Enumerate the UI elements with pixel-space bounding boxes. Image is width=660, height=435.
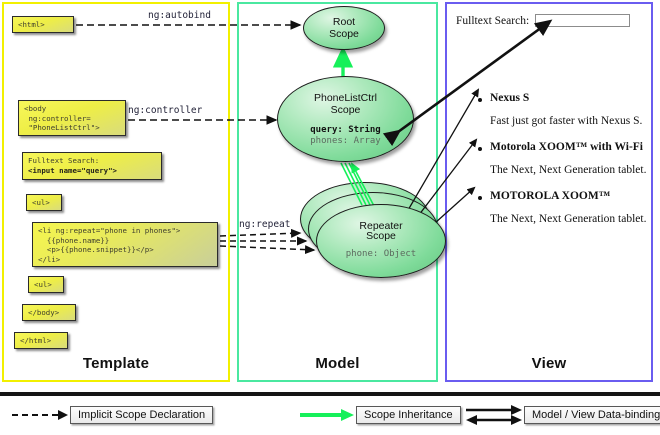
scope-prop-phones: phones: Array xyxy=(310,135,381,146)
scope-repeater: Repeater Scope phone: Object xyxy=(316,204,446,278)
code-box-ul-close: <ul> xyxy=(28,276,64,293)
column-label-template: Template xyxy=(82,355,150,372)
view-phone-name-2: MOTOROLA XOOM™ xyxy=(490,190,611,202)
view-pane: Fulltext Search: Nexus S Fast just got f… xyxy=(452,10,648,235)
edge-label-ng-repeat: ng:repeat xyxy=(239,219,291,230)
scope-root-title-1: Root xyxy=(332,16,356,28)
view-bullet-1 xyxy=(478,147,482,151)
view-search-label: Fulltext Search: xyxy=(456,14,530,27)
legend-item-implicit: Implicit Scope Declaration xyxy=(10,406,214,424)
scope-phonelistctrl-title-1: PhoneListCtrl xyxy=(313,91,378,104)
view-phone-name-0: Nexus S xyxy=(490,92,530,104)
edge-label-ng-controller: ng:controller xyxy=(128,105,203,116)
code-box-html-open: <html> xyxy=(12,16,74,33)
scope-phonelistctrl: PhoneListCtrl Scope query: String phones… xyxy=(277,76,414,162)
green-arrow-icon xyxy=(300,409,354,421)
code-text: </body> xyxy=(28,308,60,317)
column-template: Template xyxy=(2,2,230,382)
view-phone-snippet-0: Fast just got faster with Nexus S. xyxy=(490,115,643,127)
legend-label-databinding: Model / View Data-binding xyxy=(524,406,660,424)
scope-phonelistctrl-title-2: Scope xyxy=(330,103,361,116)
scope-root: Root Scope xyxy=(303,6,385,50)
scope-repeater-title-2: Scope xyxy=(366,230,396,242)
code-text-input: <input name="query"> xyxy=(28,165,117,175)
code-text-label: Fulltext Search: xyxy=(28,156,100,165)
view-search-row: Fulltext Search: xyxy=(456,14,631,27)
code-text-line2: {{phone.name}} xyxy=(38,235,110,245)
code-text: <html> xyxy=(18,20,45,29)
view-phone-snippet-1: The Next, Next Generation tablet. xyxy=(490,164,647,176)
code-box-ul-open: <ul> xyxy=(26,194,62,211)
code-text: </html> xyxy=(20,336,52,345)
view-bullet-0 xyxy=(478,98,482,102)
dashed-arrow-icon xyxy=(12,410,68,420)
legend-label-inheritance: Scope Inheritance xyxy=(356,406,461,424)
code-box-html-close: </html> xyxy=(14,332,68,349)
view-phone-name-1: Motorola XOOM™ with Wi-Fi xyxy=(490,141,644,153)
column-label-model: Model xyxy=(315,355,360,372)
legend-label-implicit: Implicit Scope Declaration xyxy=(70,406,214,424)
scope-prop-phone: phone: Object xyxy=(345,249,417,259)
scope-root-title-2: Scope xyxy=(329,28,359,40)
code-box-fulltext-search: Fulltext Search: <input name="query"> xyxy=(22,152,162,180)
code-box-body-close: </body> xyxy=(22,304,76,321)
code-text-line3: <p>{{phone.snippet}}</p> xyxy=(38,245,154,255)
code-text: <ul> xyxy=(34,280,52,289)
legend-item-databinding: Model / View Data-binding xyxy=(464,403,660,427)
code-text: <body ng:controller= "PhoneListCtrl"> xyxy=(24,104,100,133)
code-text-line1: <li ng:repeat="phone in phones"> xyxy=(38,226,181,235)
legend-item-inheritance: Scope Inheritance xyxy=(298,406,461,424)
code-text-line4: </li> xyxy=(38,254,61,264)
view-phone-snippet-2: The Next, Next Generation tablet. xyxy=(490,213,647,225)
legend: Implicit Scope Declaration Scope Inherit… xyxy=(0,402,660,432)
code-text: <ul> xyxy=(32,198,50,207)
scope-prop-query: query: String xyxy=(310,124,381,135)
view-search-input[interactable] xyxy=(535,14,631,27)
code-box-li-repeat: <li ng:repeat="phone in phones"> {{phone… xyxy=(32,222,218,267)
legend-divider xyxy=(0,392,660,396)
double-arrow-icon xyxy=(466,405,522,425)
code-box-body-open: <body ng:controller= "PhoneListCtrl"> xyxy=(18,100,126,136)
column-label-view: View xyxy=(531,355,567,372)
view-bullet-2 xyxy=(478,196,482,200)
edge-label-ng-autobind: ng:autobind xyxy=(148,10,211,21)
